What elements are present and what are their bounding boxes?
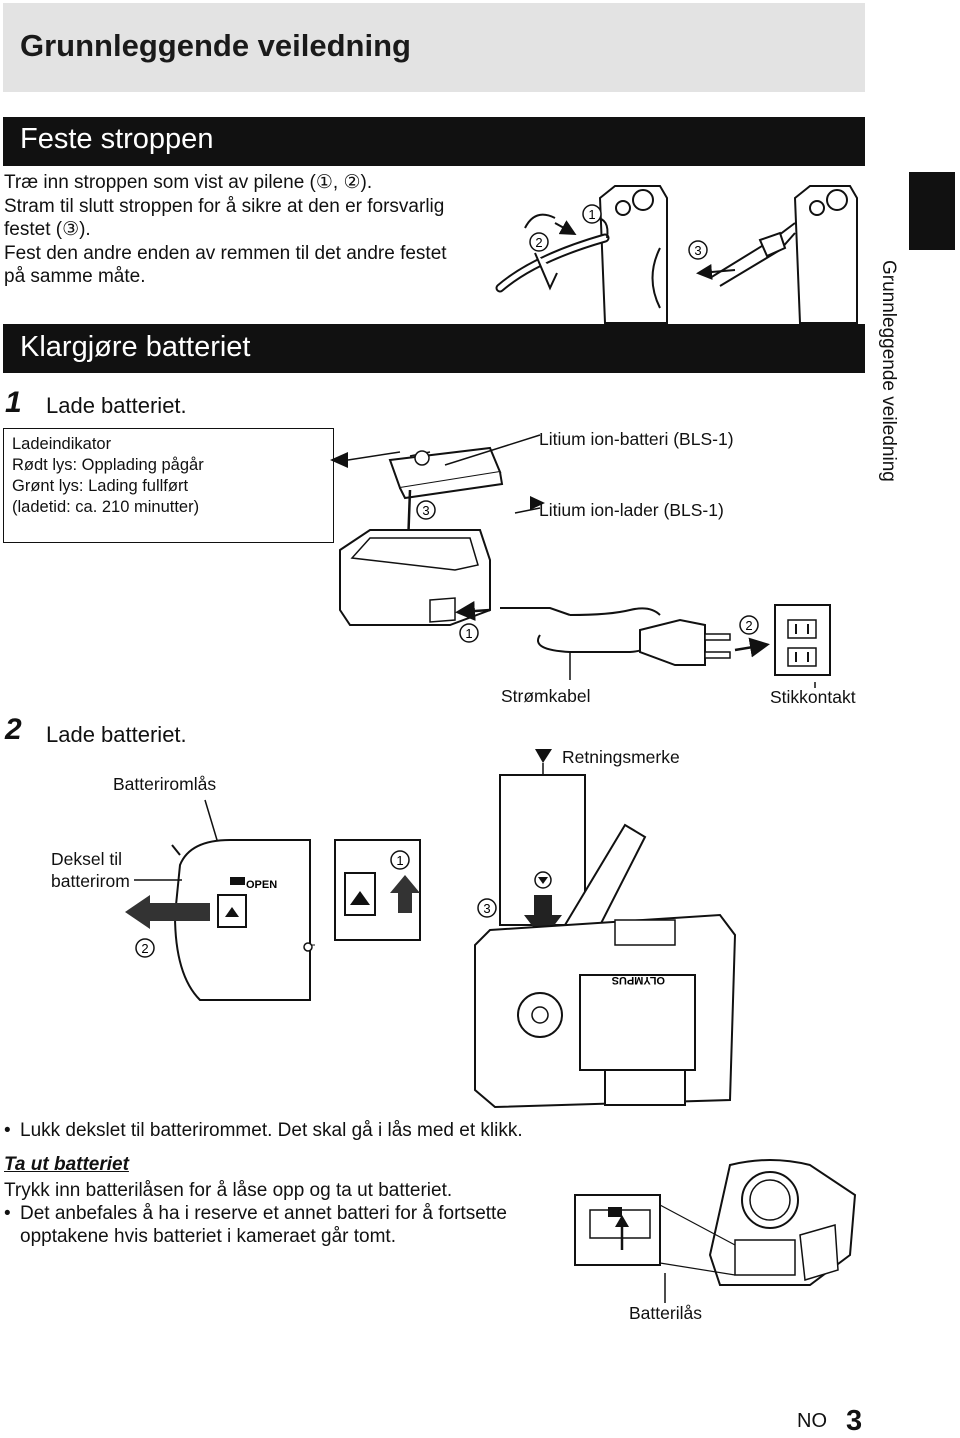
side-tab-marker <box>909 172 955 250</box>
power-plug <box>639 618 706 666</box>
indicator-red-text: Rødt lys: Opplading pågår <box>12 456 204 474</box>
camera-body-right <box>793 185 858 324</box>
step-marker-1-text: 1 <box>588 207 595 222</box>
page-header <box>3 3 865 92</box>
tripod-mount <box>614 919 676 946</box>
indicator-green-text: Grønt lys: Lading fullført <box>12 477 189 495</box>
step-2-title: Lade batteriet. <box>46 722 187 747</box>
strap-keeper-icon <box>758 231 787 258</box>
battery-latch-label: Batterilås <box>629 1303 702 1323</box>
step-marker-2 <box>739 615 759 635</box>
page-number: 3 <box>846 1405 863 1437</box>
side-tab-text: Grunnleggende veiledning <box>878 260 899 482</box>
power-cable-label: Strømkabel <box>501 686 591 706</box>
strap-line: Fest den andre enden av remmen til det a… <box>4 242 447 264</box>
battery-orientation-mark <box>414 450 430 466</box>
step-marker-1 <box>582 204 602 224</box>
strap-band <box>709 222 796 279</box>
spare-battery-note: • Det anbefales å ha i reserve et annet … <box>4 1202 544 1226</box>
bullet-dot: • <box>4 1120 11 1141</box>
step-2-number: 2 <box>5 713 22 746</box>
step-marker-2 <box>135 938 155 958</box>
step-marker-1 <box>459 623 479 643</box>
camera-button-icon <box>615 200 631 216</box>
power-cable <box>569 607 661 616</box>
strap-buckle-icon <box>534 252 558 291</box>
step-marker-3 <box>688 240 708 260</box>
step-marker-2-text: 2 <box>141 941 148 956</box>
battery-cover-label-line2: batterirom <box>51 871 130 891</box>
step-marker-2-text: 2 <box>745 618 752 633</box>
inset-lock-triangle-icon <box>350 891 370 905</box>
step-marker-3 <box>416 500 436 520</box>
bullet-dot: • <box>4 1203 11 1224</box>
step-marker-3-text: 3 <box>422 503 429 518</box>
open-label: OPEN <box>246 879 277 891</box>
step-marker-3-text: 3 <box>694 243 701 258</box>
step-1-title: Lade batteriet. <box>46 393 187 418</box>
battery-compartment <box>734 1239 796 1276</box>
remove-battery-heading: Ta ut batteriet <box>4 1154 129 1175</box>
step-marker-3-text: 3 <box>483 901 490 916</box>
section-heading-battery: Klargjøre batteriet <box>3 324 865 373</box>
step-marker-2 <box>529 232 549 252</box>
section-heading-strap-text: Feste stroppen <box>20 123 214 155</box>
charger-illustration: 3 1 2 <box>330 434 831 688</box>
strap-line: Træ inn stroppen som vist av pilene (①, … <box>4 172 373 193</box>
battery-lock-label: Batteriromlås <box>113 774 217 794</box>
strap-line: på samme måte. <box>4 266 146 287</box>
step-marker-1-text: 1 <box>396 853 403 868</box>
section-heading-strap: Feste stroppen <box>3 117 865 166</box>
battery-cover-label-line1: Deksel til <box>51 849 122 869</box>
footer-language: NO <box>797 1410 827 1432</box>
indicator-label: Ladeindikator <box>12 435 112 453</box>
outlet-label: Stikkontakt <box>770 687 856 707</box>
camera-dial-icon <box>632 189 654 211</box>
battery-label: Litium ion-batteri (BLS-1) <box>539 429 734 449</box>
push-up-arrow-icon <box>390 875 420 913</box>
camera-dial-icon <box>826 189 848 211</box>
side-tab-label: Grunnleggende veiledning <box>866 260 906 530</box>
camera-button-icon <box>809 200 825 216</box>
strap-instructions: Træ inn stroppen som vist av pilene (①, … <box>4 171 494 289</box>
open-battery-cover <box>799 1224 839 1281</box>
battery-latch <box>608 1207 622 1217</box>
direction-triangle-icon <box>535 749 552 763</box>
step-marker-2-text: 2 <box>535 235 542 250</box>
battery-pointer-line <box>444 434 541 466</box>
section-heading-battery-text: Klargjøre batteriet <box>20 331 251 363</box>
camera-body-left <box>598 185 668 324</box>
step-1-number: 1 <box>5 386 22 419</box>
step-marker-1-text: 1 <box>465 626 472 641</box>
camera-lcd <box>579 974 696 1071</box>
battery-cover-illustration: OPEN 1 2 <box>125 799 421 1001</box>
step-marker-3 <box>477 898 497 918</box>
direction-mark-label: Retningsmerke <box>562 747 680 767</box>
latch-up-arrow-icon <box>615 1215 629 1227</box>
brand-logo-text: OLYMPUS <box>612 974 665 986</box>
charger-label: Litium ion-lader (BLS-1) <box>539 500 724 520</box>
indicator-time-text: (ladetid: ca. 210 minutter) <box>12 498 200 516</box>
strap-line: festet (③). <box>4 219 91 240</box>
remove-battery-text: Trykk inn batterilåsen for å låse opp og… <box>4 1180 453 1201</box>
spare-battery-line1: Det anbefales å ha i reserve et annet ba… <box>20 1203 507 1224</box>
charger-pointer-line <box>514 507 541 514</box>
pointer-arrow-icon <box>330 452 348 468</box>
close-cover-note: • Lukk dekslet til batterirommet. Det sk… <box>4 1119 544 1143</box>
lock-triangle-icon <box>225 907 239 917</box>
strap-illustration: 1 2 3 <box>495 185 858 324</box>
strap-line: Stram til slutt stroppen for å sikre at … <box>4 195 445 217</box>
battery-latch-illustration <box>574 1159 857 1303</box>
step-marker-1 <box>390 850 410 870</box>
close-cover-text: Lukk dekslet til batterirommet. Det skal… <box>20 1120 523 1141</box>
insert-down-arrow-icon <box>524 895 562 940</box>
charger-ac-socket <box>429 597 456 623</box>
battery-lock-switch <box>217 894 247 928</box>
insert-battery-illustration: OLYMPUS 3 <box>474 749 737 1109</box>
slide-arrow-icon <box>125 895 210 929</box>
page-title: Grunnleggende veiledning <box>20 28 411 63</box>
spare-battery-line2: opptakene hvis batteriet i kameraet går … <box>20 1226 396 1247</box>
camera-grip <box>604 1069 686 1106</box>
charge-indicator-box: Ladeindikator Rødt lys: Opplading pågår … <box>3 428 334 543</box>
